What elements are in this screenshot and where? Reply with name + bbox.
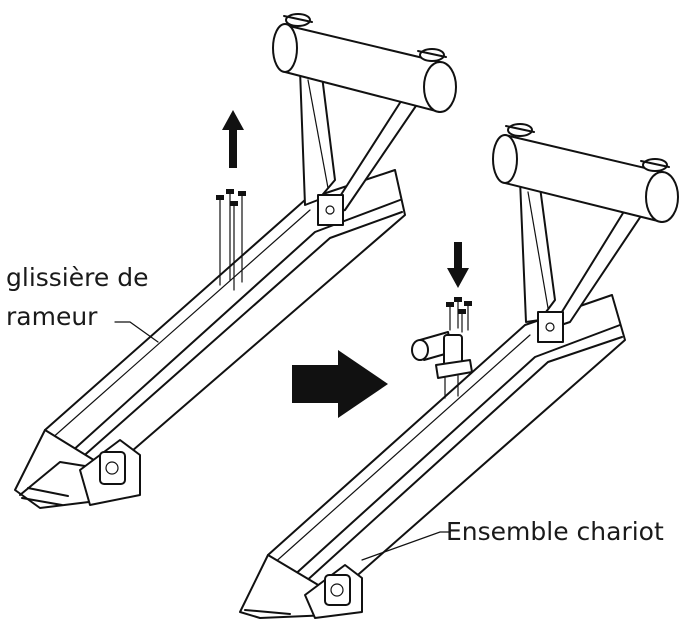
- left-top-tube: [272, 13, 457, 113]
- arrow-down-icon: [447, 242, 469, 288]
- right-assembly: [239, 123, 679, 619]
- carriage-label: Ensemble chariot: [446, 517, 664, 546]
- right-rail: [239, 294, 626, 619]
- carriage-bracket: [411, 331, 473, 399]
- rail-leader-line: [114, 321, 159, 343]
- right-top-tube: [492, 123, 679, 223]
- right-strut: [519, 171, 646, 343]
- carriage-leader-line: [361, 531, 451, 561]
- arrow-right-icon: [292, 350, 388, 418]
- right-bolts: [446, 297, 472, 333]
- left-bolts: [216, 189, 246, 291]
- rail-label-line1: glissière de: [6, 263, 148, 292]
- rail-label-line2: rameur: [6, 302, 98, 331]
- left-assembly: [14, 13, 457, 509]
- left-rail: [14, 169, 406, 509]
- arrow-up-icon: [222, 110, 244, 168]
